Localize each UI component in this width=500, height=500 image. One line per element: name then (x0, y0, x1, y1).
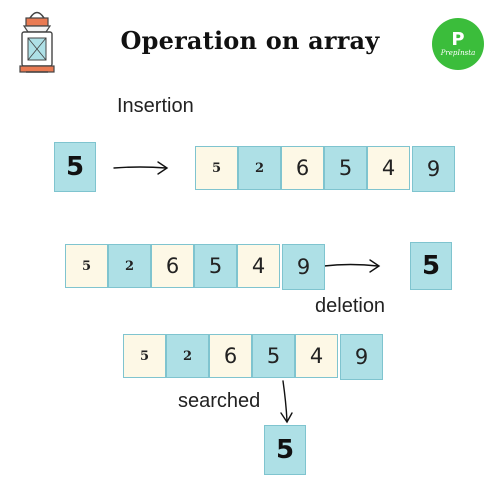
deletion-cell-0: 5 (65, 244, 108, 288)
page-title: Operation on array (120, 26, 380, 55)
insertion-cell-5: 9 (412, 146, 455, 192)
insertion-cell-2: 6 (281, 146, 324, 190)
search-cell-0: 5 (123, 334, 166, 378)
insertion-cell-1: 2 (238, 146, 281, 190)
deletion-cell-1: 2 (108, 244, 151, 288)
search-arrow (280, 380, 293, 424)
logo-letter: P (451, 28, 465, 50)
deletion-cell-2: 6 (151, 244, 194, 288)
search-label: searched (178, 390, 261, 412)
search-cell-5: 9 (340, 334, 383, 380)
search-cell-1: 2 (166, 334, 209, 378)
deletion-label: deletion (315, 295, 386, 317)
search-cell-3: 5 (252, 334, 295, 378)
insertion-label: Insertion (117, 95, 194, 117)
searched-element: 5 (264, 425, 306, 475)
insertion-cell-4: 4 (367, 146, 410, 190)
insertion-arrow (113, 161, 169, 175)
lantern-icon (19, 11, 55, 73)
insert-element: 5 (54, 142, 96, 192)
logo-subtitle: PrepInsta (440, 48, 476, 57)
search-cell-4: 4 (295, 334, 338, 378)
deleted-element: 5 (410, 242, 452, 290)
deletion-arrow (323, 259, 381, 273)
search-cell-2: 6 (209, 334, 252, 378)
insertion-cell-0: 5 (195, 146, 238, 190)
deletion-cell-4: 4 (237, 244, 280, 288)
deletion-cell-3: 5 (194, 244, 237, 288)
prepinsta-logo: P PrepInsta (432, 18, 484, 70)
insertion-cell-3: 5 (324, 146, 367, 190)
deletion-cell-5: 9 (282, 244, 325, 290)
